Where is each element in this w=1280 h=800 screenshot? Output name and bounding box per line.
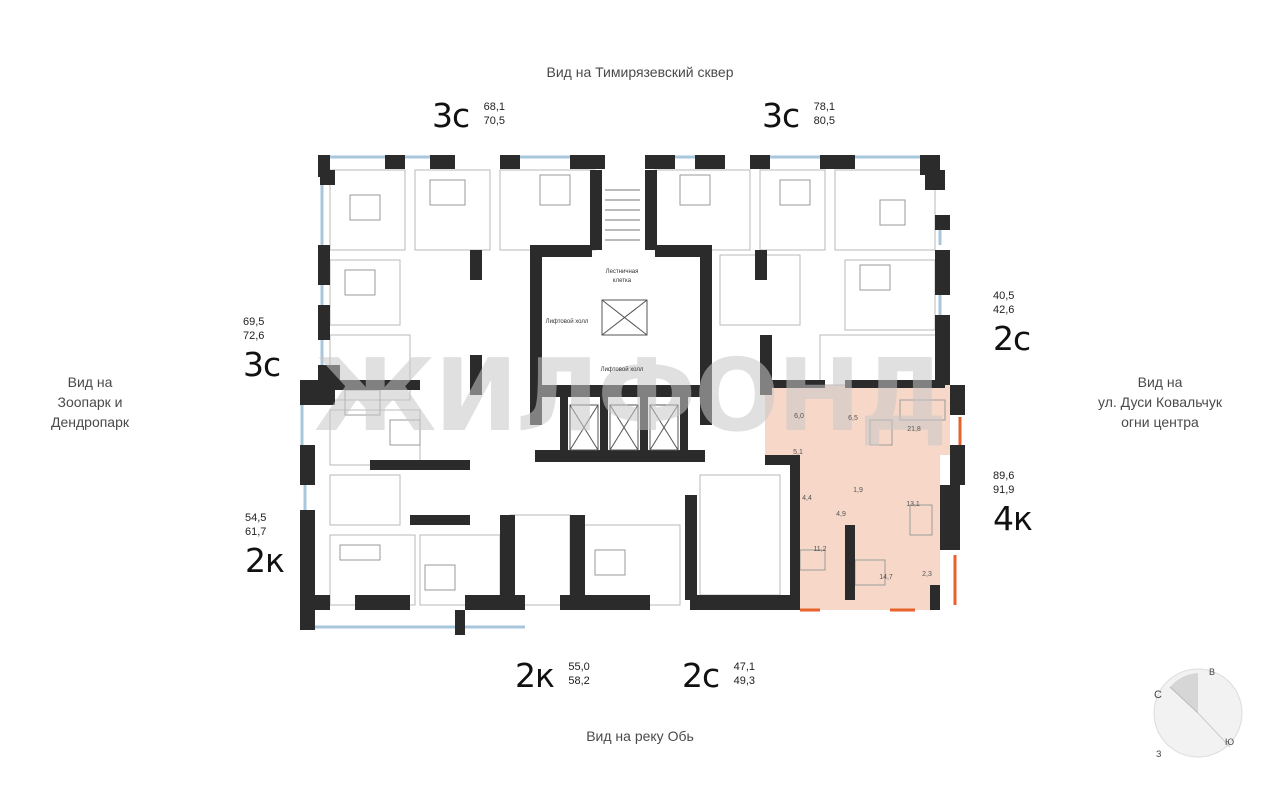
compass-east: В [1209, 667, 1216, 677]
area-total: 78,1 [813, 101, 836, 113]
lift-hall-label-1: Лифтовой холл [546, 318, 589, 325]
view-left-line-3: Дендропарк [50, 414, 130, 430]
area-with-balcony: 42,6 [993, 304, 1015, 316]
apartment-bottom-right[interactable]: 2с 47,1 49,3 [682, 658, 755, 694]
floor-plan: ЖИЛФОНД Лестничная клетка Лифтовой холл … [300, 155, 965, 635]
room-area: 2,3 [922, 571, 932, 578]
area-with-balcony: 80,5 [813, 115, 836, 127]
room-areas: 6,0 6,5 21,8 5,1 4,4 1,9 13,1 4,9 11,2 1… [793, 413, 932, 581]
room-area: 6,0 [794, 413, 804, 420]
highlighted-apartment[interactable] [765, 385, 950, 610]
apartment-bottom-left[interactable]: 2к 55,0 58,2 [515, 658, 590, 694]
view-top-label: Вид на Тимирязевский сквер [546, 64, 734, 80]
view-left-label: Вид на Зоопарк и Дендропарк [40, 372, 140, 432]
room-area: 11,2 [813, 546, 826, 553]
apartment-areas: 40,5 42,6 [993, 289, 1030, 317]
area-with-balcony: 91,9 [993, 484, 1015, 496]
apartment-type: 2с [682, 656, 720, 695]
apartment-areas: 47,1 49,3 [734, 660, 755, 688]
apartment-areas: 68,1 70,5 [484, 100, 505, 128]
apartment-left-lower[interactable]: 54,5 61,7 2к [245, 509, 285, 580]
apartment-areas: 69,5 72,6 [243, 315, 280, 343]
compass-rose-icon [1153, 668, 1243, 758]
staircase [605, 189, 640, 241]
compass-west: З [1156, 749, 1162, 759]
area-with-balcony: 72,6 [243, 330, 265, 342]
apartment-areas: 54,5 61,7 [245, 511, 284, 539]
apartment-type: 2к [245, 541, 285, 580]
area-with-balcony: 61,7 [245, 526, 267, 538]
stairs-label-line-2: клетка [613, 278, 632, 284]
compass-south: Ю [1225, 737, 1235, 747]
view-left-line-1: Вид на [67, 374, 113, 390]
apartment-type: 3с [432, 96, 470, 135]
area-with-balcony: 49,3 [733, 675, 756, 687]
view-left-line-2: Зоопарк и [57, 394, 123, 410]
view-bottom-label: Вид на реку Обь [586, 728, 694, 744]
area-total: 47,1 [733, 661, 756, 673]
apartment-right-upper[interactable]: 40,5 42,6 2с [993, 287, 1031, 358]
apartment-type: 4к [993, 499, 1033, 538]
apartment-left-upper[interactable]: 69,5 72,6 3с [243, 313, 281, 384]
room-area: 21,8 [907, 426, 921, 433]
accent-windows [800, 417, 962, 612]
room-area: 4,4 [802, 495, 812, 502]
walls [300, 155, 965, 635]
area-total: 68,1 [483, 101, 506, 113]
compass-north: С [1154, 689, 1162, 701]
stairs-label-line-1: Лестничная [606, 269, 639, 275]
view-right-label: Вид на ул. Дуси Ковальчук огни центра [1060, 372, 1260, 432]
elevator-shafts [569, 299, 679, 451]
lift-hall-label-2: Лифтовой холл [601, 366, 644, 373]
room-area: 14,7 [879, 574, 893, 581]
apartment-type: 2к [515, 656, 555, 695]
apartment-areas: 78,1 80,5 [814, 100, 835, 128]
room-area: 6,5 [848, 415, 858, 422]
apartment-areas: 55,0 58,2 [568, 660, 589, 688]
apartment-type: 3с [243, 345, 281, 384]
area-with-balcony: 70,5 [483, 115, 506, 127]
view-right-line-3: огни центра [1121, 414, 1199, 430]
apartment-areas: 89,6 91,9 [993, 469, 1032, 497]
apartment-top-left[interactable]: 3с 68,1 70,5 [432, 98, 505, 134]
compass: С В Ю З [1150, 665, 1250, 770]
watermark: ЖИЛФОНД [314, 337, 946, 454]
room-area: 4,9 [836, 511, 846, 518]
view-right-line-1: Вид на [1137, 374, 1183, 390]
view-right-line-2: ул. Дуси Ковальчук [1098, 394, 1222, 410]
area-total: 89,6 [993, 470, 1015, 482]
area-total: 69,5 [243, 316, 265, 328]
apartment-type: 3с [762, 96, 800, 135]
room-area: 5,1 [793, 449, 803, 456]
apartment-right-lower[interactable]: 89,6 91,9 4к [993, 467, 1033, 538]
room-area: 1,9 [853, 487, 863, 494]
apartment-type: 2с [993, 319, 1031, 358]
area-total: 40,5 [993, 290, 1015, 302]
area-with-balcony: 58,2 [568, 675, 590, 687]
apartment-top-right[interactable]: 3с 78,1 80,5 [762, 98, 835, 134]
area-total: 55,0 [568, 661, 590, 673]
room-area: 13,1 [906, 501, 920, 508]
area-total: 54,5 [245, 512, 267, 524]
